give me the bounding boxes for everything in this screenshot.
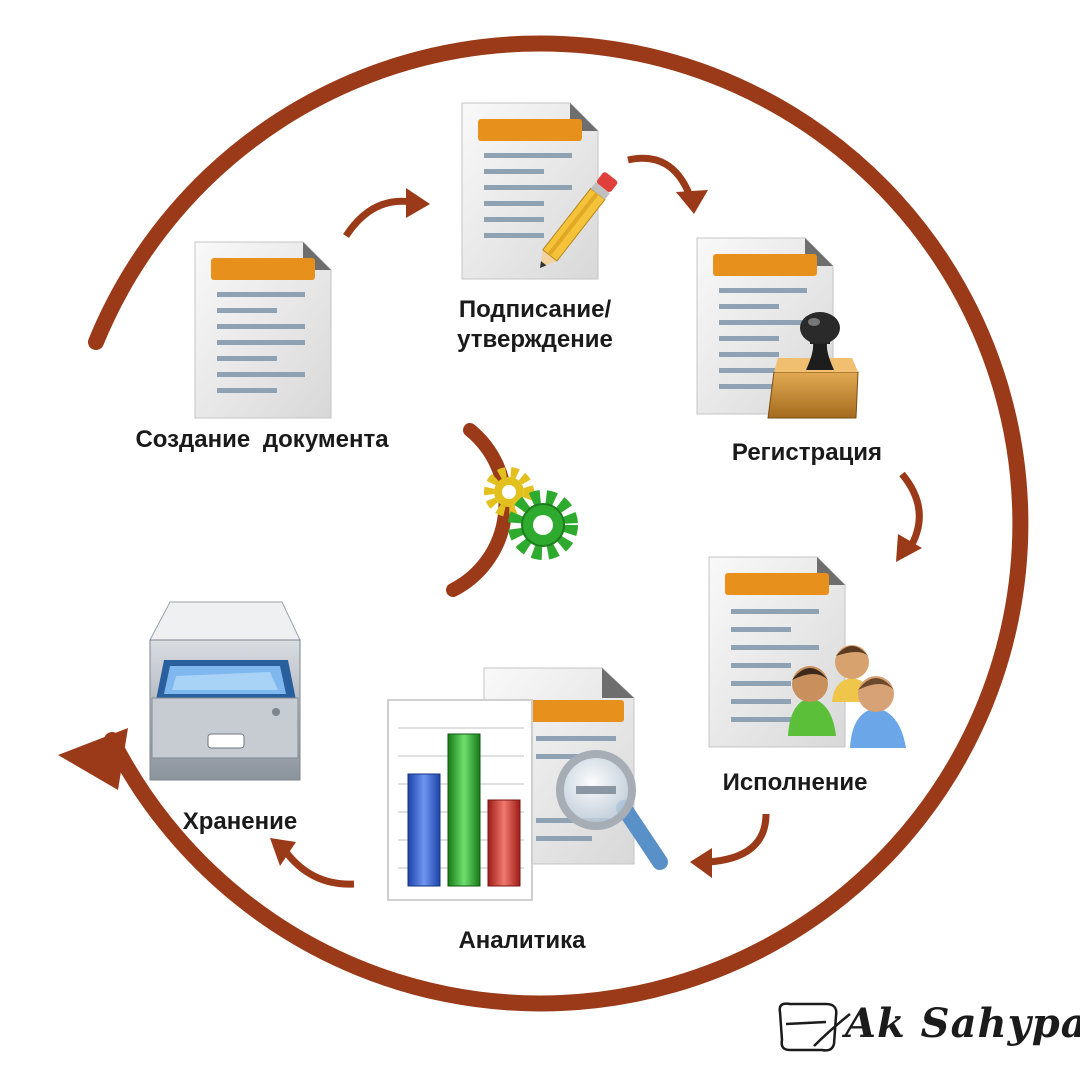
flow-arrow-analytics-to-storage bbox=[270, 838, 355, 888]
people-icon bbox=[788, 645, 906, 748]
step-label-sign: Подписание/ утверждение bbox=[457, 296, 613, 353]
pencil-icon bbox=[540, 172, 618, 268]
brand-logo-text: Ak Sahypa bbox=[845, 1000, 1080, 1047]
flow-arrow-sign-to-register bbox=[627, 154, 708, 214]
step-label-register: Регистрация bbox=[731, 439, 883, 466]
flow-arrow-create-to-sign bbox=[343, 188, 430, 238]
magnifier-icon bbox=[556, 750, 668, 870]
gears-icon bbox=[484, 467, 578, 560]
step-label-create: Создание документа bbox=[135, 426, 389, 453]
outer-cycle-arc bbox=[88, 35, 1029, 1012]
bar-chart-icon bbox=[387, 699, 533, 901]
outer-arc-arrowhead bbox=[58, 728, 128, 790]
document-create-icon bbox=[194, 241, 332, 419]
file-cabinet-icon bbox=[149, 601, 301, 781]
scroll-quill-icon bbox=[778, 1002, 851, 1052]
flow-arrow-register-to-execute bbox=[896, 471, 923, 562]
document-sign-icon bbox=[461, 102, 599, 280]
step-label-analytics: Аналитика bbox=[458, 927, 586, 954]
flow-arrow-execute-to-analytics bbox=[690, 813, 770, 878]
step-label-storage: Хранение bbox=[182, 808, 298, 835]
stamp-icon bbox=[767, 312, 859, 419]
inner-cycle-arc bbox=[446, 423, 513, 597]
step-label-execute: Исполнение bbox=[722, 769, 868, 796]
